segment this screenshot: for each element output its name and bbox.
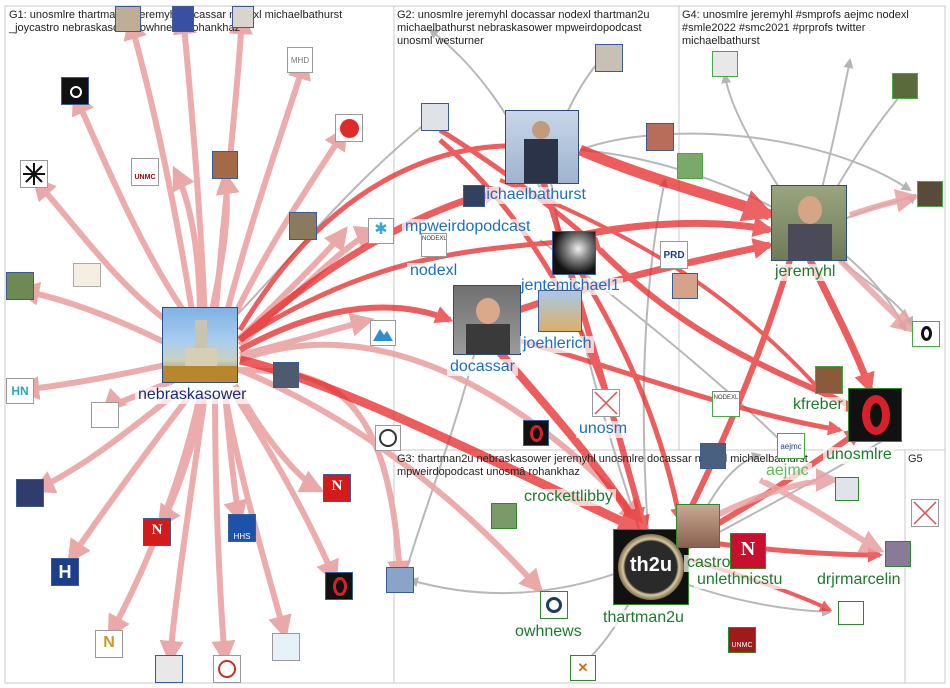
group-photo-node[interactable]	[386, 567, 414, 593]
hn-logo-node[interactable]: HN	[6, 378, 34, 404]
label-nodexl: nodexl	[407, 262, 461, 280]
kfreber-node[interactable]	[815, 366, 843, 394]
arc-logo-node[interactable]	[91, 402, 119, 428]
profile-node-man-8[interactable]	[700, 443, 726, 469]
unmc-logo-text-2: UNMC	[731, 642, 753, 649]
label-joehlerich: joehlerich	[520, 335, 595, 353]
ln-logo-node[interactable]: N	[95, 630, 123, 658]
profile-node-man-3[interactable]	[273, 362, 299, 388]
seal-logo-node[interactable]	[213, 655, 241, 683]
label-owhnews: owhnews	[512, 623, 585, 641]
profile-node-desk[interactable]	[289, 212, 317, 240]
profile-node-man-5[interactable]	[595, 44, 623, 72]
nodexl-logo-text-2: NODEXL	[713, 395, 739, 401]
profile-node-woman-7[interactable]	[491, 503, 517, 529]
college-logo-node[interactable]	[73, 263, 101, 287]
xl-logo-node[interactable]: ✕	[570, 655, 596, 681]
seal-logo-node-2[interactable]	[375, 425, 401, 451]
o-logo-node-1[interactable]	[325, 572, 353, 600]
owhnews-node[interactable]	[540, 591, 568, 619]
hospital-logo-node[interactable]: H	[51, 558, 79, 586]
group-title-g3: G3: thartman2u nebraskasower jeremyhl un…	[397, 453, 808, 478]
doc-node-g3[interactable]	[835, 477, 859, 501]
profile-node-woman-6[interactable]	[917, 181, 943, 207]
label-michaelbathurst: michaelbathurst	[470, 186, 589, 204]
pink-edges-nebraskasower	[15, 10, 644, 665]
unmc-logo-node[interactable]: UNMC	[131, 158, 159, 186]
michaelbathurst-node[interactable]	[505, 110, 579, 184]
starburst-icon	[23, 163, 45, 185]
label-unosm: unosm	[576, 420, 631, 438]
o-logo-node-2[interactable]	[523, 420, 549, 446]
aejmc-logo-node[interactable]: aejmc	[777, 433, 805, 459]
docassar-node[interactable]	[453, 285, 521, 355]
profile-node-man-6[interactable]	[463, 185, 485, 207]
label-nebraskasower: nebraskasower	[135, 386, 250, 404]
label-kfreber: kfreber	[790, 396, 846, 414]
red-circle-logo-node[interactable]	[335, 114, 363, 142]
unosmlre-node[interactable]	[848, 388, 902, 442]
health-logo-node[interactable]	[272, 633, 300, 661]
cross-logo-node[interactable]: ✱	[368, 218, 394, 244]
n-logo-node-1[interactable]: N	[143, 518, 171, 546]
label-unlethnicstu: unlethnicstu	[694, 571, 786, 589]
profile-node-top-3[interactable]	[232, 6, 254, 28]
label-docassar: docassar	[447, 358, 518, 376]
profile-node-top-1[interactable]	[115, 6, 141, 32]
prd-logo-node[interactable]: PRD	[660, 241, 688, 269]
profile-node-top-2[interactable]	[172, 6, 194, 32]
profile-node-man-4[interactable]	[421, 103, 449, 131]
broken-image-icon	[594, 391, 618, 415]
mhd-logo-node[interactable]: MHD	[287, 47, 313, 73]
jentemichael1-node[interactable]	[552, 231, 596, 275]
n-logo-node-2[interactable]: N	[323, 474, 351, 502]
logo-node-g3-1[interactable]	[838, 601, 864, 625]
profile-node-woman-2[interactable]	[6, 272, 34, 300]
castro-node[interactable]	[676, 504, 720, 548]
label-castro: castro	[684, 554, 734, 572]
label-thartman2u: thartman2u	[600, 609, 687, 627]
label-jeremyhl: jeremyhl	[772, 263, 839, 281]
label-crockettlibby: crockettlibby	[521, 488, 616, 506]
nebraskasower-node[interactable]	[162, 307, 238, 383]
group-title-g5: G5	[908, 453, 923, 465]
profile-node-book[interactable]	[712, 51, 738, 77]
profile-node-man-1[interactable]	[16, 479, 44, 507]
label-aejmc: aejmc	[763, 462, 812, 480]
profile-node-man-2[interactable]	[155, 655, 183, 683]
starburst-logo-node[interactable]	[20, 160, 48, 188]
profile-node-woman-3[interactable]	[646, 123, 674, 151]
compass-logo-node[interactable]	[61, 77, 89, 105]
profile-node-woman-4[interactable]	[672, 273, 698, 299]
group-title-g4: G4: unosmlre jeremyhl #smprofs aejmc nod…	[682, 9, 909, 47]
thartman2u-logo-text: th2u	[629, 554, 673, 576]
mountain-icon	[373, 329, 393, 341]
nodexl-logo-text: NODEXL	[422, 236, 447, 242]
label-mpweirdopodcast: mpweirdopodcast	[402, 218, 534, 236]
g5-broken-node[interactable]	[911, 499, 939, 527]
unmc-logo-text: UNMC	[134, 174, 156, 181]
profile-node-man-7[interactable]	[892, 73, 918, 99]
group-title-g2: G2: unosmlre jeremyhl docassar nodexl th…	[397, 9, 650, 47]
jeremyhl-node[interactable]	[771, 185, 847, 261]
profile-node-woman-5[interactable]	[677, 153, 703, 179]
mhd-logo-text: MHD	[290, 56, 310, 65]
hhs-logo-node[interactable]: HHS	[228, 514, 256, 542]
profile-node-woman-8[interactable]	[885, 541, 911, 567]
label-unosmlre: unosmlre	[823, 446, 895, 464]
nodexl-logo-node-2[interactable]: NODEXL	[712, 391, 740, 417]
nodexl-logo-node[interactable]: NODEXL	[421, 233, 447, 257]
profile-node-woman-1[interactable]	[212, 151, 238, 179]
label-drjrmarcelin: drjrmarcelin	[814, 571, 904, 589]
o-logo-node-3[interactable]	[912, 321, 940, 347]
group-title-g1: G1: unosmlre thartman2u jeremyhl docassa…	[9, 9, 343, 34]
broken-image-icon-2	[913, 501, 937, 525]
joehlerich-node[interactable]	[538, 290, 582, 332]
unosm-node[interactable]	[592, 389, 620, 417]
mountain-logo-node[interactable]	[370, 320, 396, 346]
unmc-logo-node-2[interactable]: UNMC	[728, 627, 756, 653]
label-jentemichael1: jentemichael1	[518, 277, 623, 295]
unlethnicstu-node[interactable]: N	[730, 533, 766, 569]
group-box-g5	[904, 449, 946, 684]
